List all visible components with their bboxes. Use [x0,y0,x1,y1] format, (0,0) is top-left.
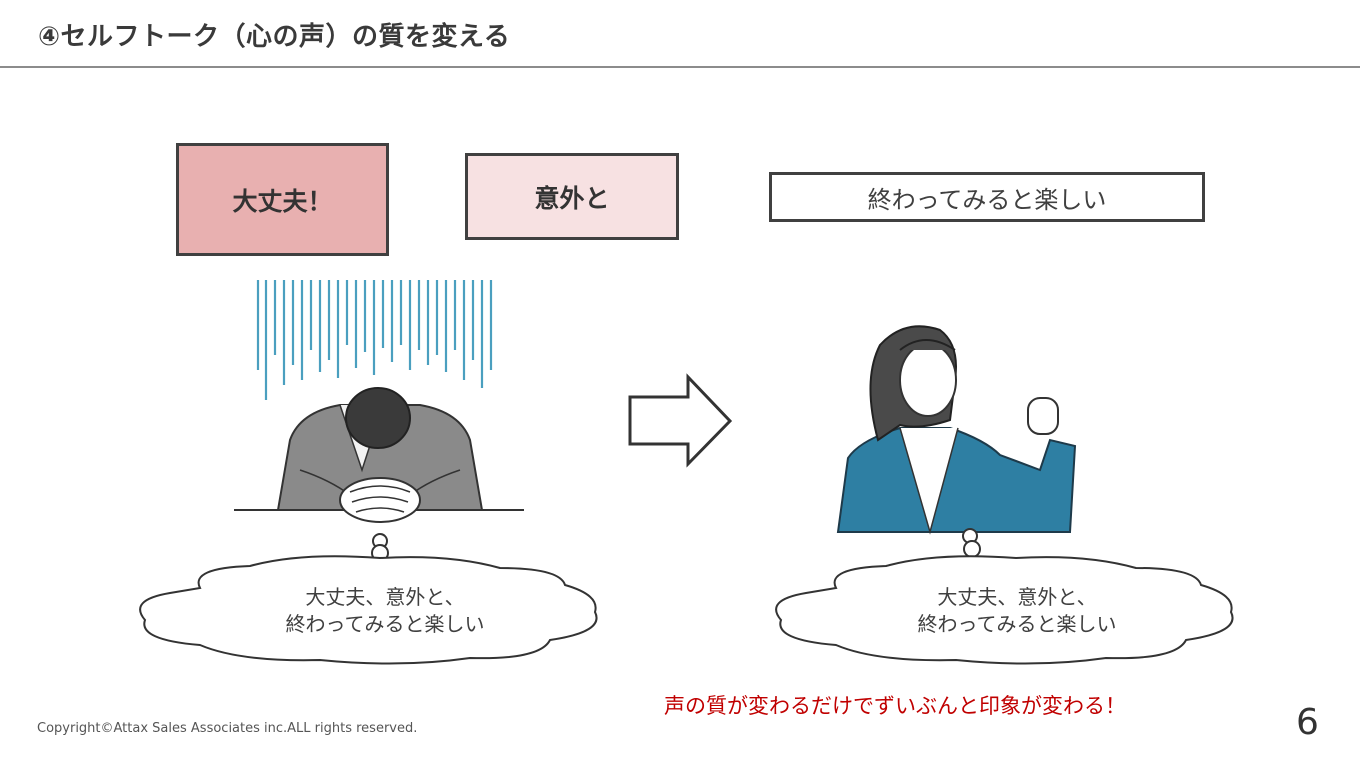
phrase-box-daijoubu: 大丈夫！ [176,143,389,256]
depressed-man-illustration [234,387,524,523]
thought-cloud-text-right: 大丈夫、意外と、 終わってみると楽しい [862,584,1172,638]
page-title: ④セルフトーク（心の声）の質を変える [38,22,511,52]
thought-line-1: 大丈夫、意外と、 [305,585,465,609]
page-number: 6 [1296,702,1319,743]
thought-cloud-icon [775,528,1234,665]
thought-line-2: 終わってみると楽しい [285,612,485,636]
right-arrow-icon [628,373,733,468]
phrase-box-daijoubu-label: 大丈夫！ [232,186,333,216]
phrase-box-tanoshii: 終わってみると楽しい [769,172,1205,222]
thought-cloud-text-left: 大丈夫、意外と、 終わってみると楽しい [230,584,540,638]
phrase-box-tanoshii-label: 終わってみると楽しい [867,185,1107,214]
confident-woman-illustration [836,325,1077,535]
emphasis-note: 声の質が変わるだけでずいぶんと印象が変わる！ [664,694,1126,718]
thought-line-2: 終わってみると楽しい [917,612,1117,636]
header-divider [0,66,1360,68]
thought-cloud-icon [139,533,598,665]
gloom-lines-icon [256,280,493,400]
phrase-box-igaito: 意外と [465,153,679,240]
thought-line-1: 大丈夫、意外と、 [937,585,1097,609]
copyright-footer: Copyright©Attax Sales Associates inc.ALL… [37,721,418,736]
phrase-box-igaito-label: 意外と [534,183,610,213]
